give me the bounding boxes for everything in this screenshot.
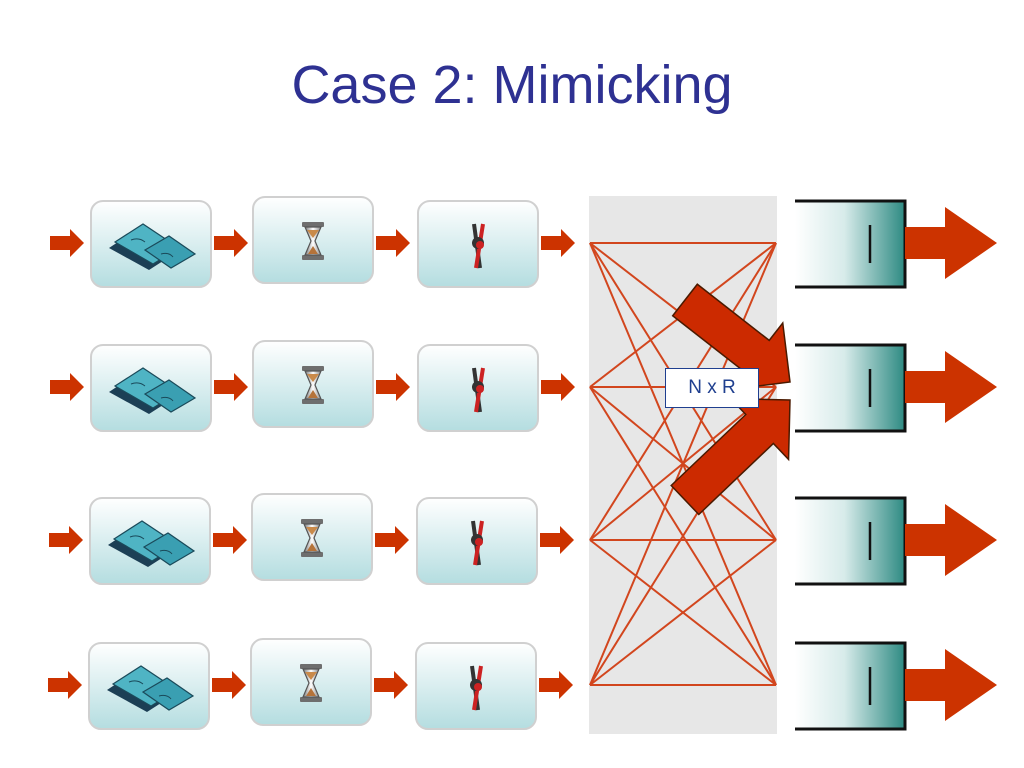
stage-box [90, 344, 212, 432]
nxr-switch-label: N x R [665, 368, 759, 408]
output-queue [795, 641, 997, 731]
flow-arrow [541, 229, 575, 257]
stage-box [88, 642, 210, 730]
crossbar-line [589, 539, 777, 686]
output-arrow [905, 207, 997, 279]
flow-arrow [49, 526, 83, 554]
flow-arrow [376, 373, 410, 401]
output-arrow [905, 649, 997, 721]
output-queue [795, 199, 997, 289]
paper-money-icon [109, 367, 197, 414]
slide-title: Case 2: Mimicking [291, 55, 733, 115]
stage-box [415, 642, 537, 730]
flow-arrow [50, 229, 84, 257]
pipeline-row [50, 196, 575, 288]
stage-box [252, 340, 374, 428]
output-queue [795, 343, 997, 433]
hourglass-icon [302, 366, 324, 404]
flow-arrow [540, 526, 574, 554]
flow-arrow [212, 671, 246, 699]
stage-box [252, 196, 374, 284]
knotted-rope-icon [472, 367, 485, 413]
stage-box [416, 497, 538, 585]
flow-arrow [541, 373, 575, 401]
flow-arrow [50, 373, 84, 401]
paper-money-icon [107, 665, 195, 712]
crossbar-line [589, 242, 777, 686]
hourglass-icon [302, 222, 324, 260]
flow-arrow [376, 229, 410, 257]
stage-box [90, 200, 212, 288]
stage-box [417, 200, 539, 288]
flow-arrow [48, 671, 82, 699]
knotted-rope-icon [470, 665, 483, 711]
knotted-rope-icon [472, 223, 485, 269]
stage-box [251, 493, 373, 581]
flow-arrow [213, 526, 247, 554]
hourglass-icon [301, 519, 323, 557]
output-arrow [905, 351, 997, 423]
flow-arrow [214, 373, 248, 401]
output-queue [795, 496, 997, 586]
hourglass-icon [300, 664, 322, 702]
pipeline-row [50, 340, 575, 432]
flow-arrow [214, 229, 248, 257]
paper-money-icon [108, 520, 196, 567]
stage-box [417, 344, 539, 432]
pipeline-row [48, 638, 573, 730]
flow-arrow [539, 671, 573, 699]
flow-arrow [375, 526, 409, 554]
stage-box [89, 497, 211, 585]
flow-arrow [374, 671, 408, 699]
stage-box [250, 638, 372, 726]
paper-money-icon [109, 223, 197, 270]
pipeline-row [49, 493, 574, 585]
knotted-rope-icon [471, 520, 484, 566]
output-arrow [905, 504, 997, 576]
large-arrow [670, 397, 791, 516]
